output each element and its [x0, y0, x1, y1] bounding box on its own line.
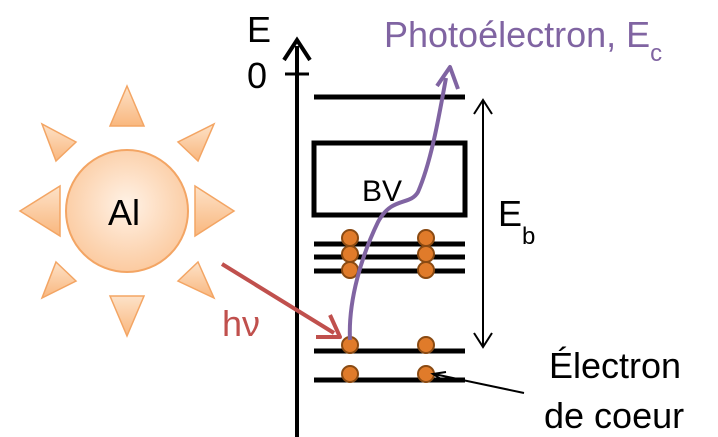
- core-electron-label-line1: Électron: [549, 345, 681, 386]
- source-label: Al: [108, 192, 140, 233]
- electron: [418, 262, 434, 278]
- binding-energy-arrow: [474, 100, 492, 347]
- binding-energy-subscript: b: [522, 223, 535, 250]
- core-electron-label-line2: de coeur: [544, 395, 684, 436]
- electron: [342, 230, 358, 246]
- energy-axis-label: E: [247, 9, 271, 50]
- binding-energy-label: Eb: [498, 193, 535, 250]
- occupied-levels: [314, 244, 465, 271]
- zero-label: 0: [247, 55, 267, 96]
- photon-label: hν: [222, 303, 260, 344]
- electron: [418, 246, 434, 262]
- photoelectron-label: Photoélectron, Ec: [384, 14, 662, 67]
- electron: [342, 262, 358, 278]
- photoelectron-subscript: c: [650, 40, 662, 67]
- energy-axis: [284, 40, 310, 437]
- electron: [342, 366, 358, 382]
- electron: [342, 246, 358, 262]
- core-electrons: [342, 337, 434, 382]
- electron: [418, 337, 434, 353]
- electron: [418, 230, 434, 246]
- photoelectron-arrowhead: [437, 67, 458, 89]
